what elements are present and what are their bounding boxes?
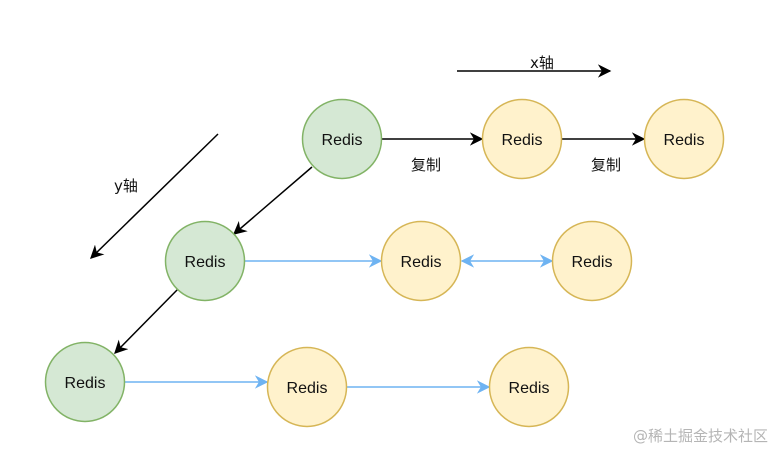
edge-p2-p3 <box>114 287 180 354</box>
node-replica-1b: Redis <box>643 98 725 180</box>
node-label: Redis <box>322 132 363 149</box>
node-label: Redis <box>287 380 328 397</box>
edge-label-copy-2: 复制 <box>591 156 621 174</box>
edge-label-copy-1: 复制 <box>411 156 441 174</box>
x-axis-label: x轴 <box>530 54 554 72</box>
watermark: @稀土掘金技术社区 <box>632 427 768 445</box>
node-label: Redis <box>65 375 106 392</box>
y-axis-label: y轴 <box>114 177 138 195</box>
node-label: Redis <box>502 132 543 149</box>
node-label: Redis <box>185 254 226 271</box>
node-label: Redis <box>664 132 705 149</box>
node-primary-2: Redis <box>164 220 246 302</box>
node-primary-1: Redis <box>301 98 383 180</box>
node-primary-3: Redis <box>44 341 126 423</box>
node-replica-2a: Redis <box>380 220 462 302</box>
node-replica-3b: Redis <box>488 346 570 428</box>
edge-p1-p2 <box>232 166 313 235</box>
y-axis-arrow <box>90 133 219 259</box>
node-replica-2b: Redis <box>551 220 633 302</box>
node-label: Redis <box>401 254 442 271</box>
node-label: Redis <box>572 254 613 271</box>
node-label: Redis <box>509 380 550 397</box>
node-replica-3a: Redis <box>266 346 348 428</box>
node-replica-1a: Redis <box>481 98 563 180</box>
